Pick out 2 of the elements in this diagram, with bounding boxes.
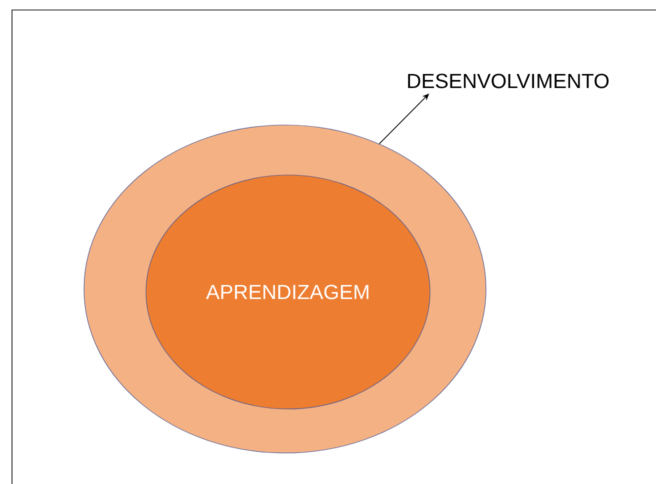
- label-text: DESENVOLVIMENTO: [408, 74, 609, 88]
- ellipse-with-label: APRENDIZAGEM: [146, 174, 430, 410]
